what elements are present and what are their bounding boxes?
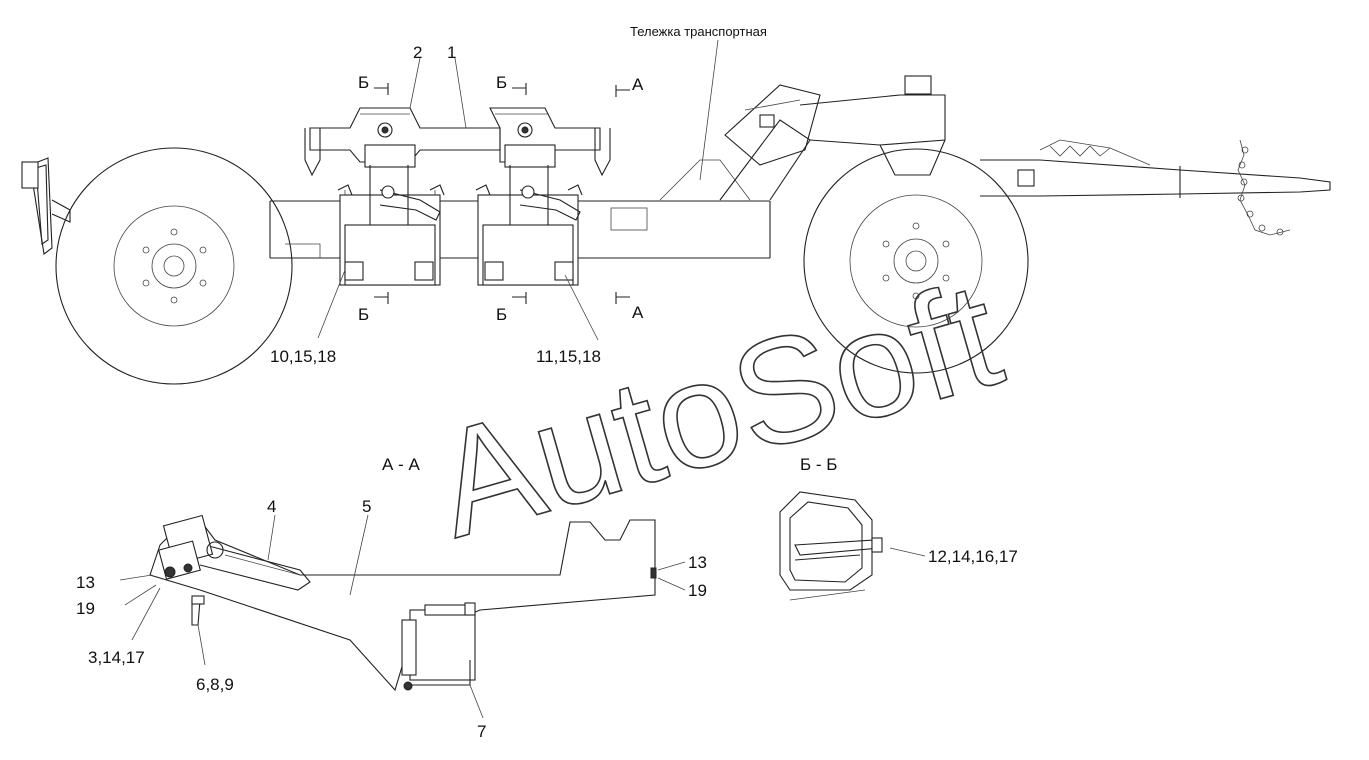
callout-12-14-16-17: 12,14,16,17 (928, 547, 1018, 566)
callout-10-15-18: 10,15,18 (270, 347, 336, 366)
section-b-b-view (779, 491, 926, 601)
left-fender (21, 157, 71, 255)
callout-19-right: 19 (688, 581, 707, 600)
section-mark-b-bottom-left: Б (358, 305, 369, 324)
callout-5: 5 (362, 497, 371, 516)
section-marks (374, 83, 630, 304)
callout-4: 4 (267, 497, 276, 516)
section-mark-b-top-right: Б (496, 73, 507, 92)
label-cart: Тележка транспортная (630, 24, 767, 39)
callout-2: 2 (413, 43, 422, 62)
section-mark-a-top: А (632, 75, 644, 94)
callout-19-left: 19 (76, 599, 95, 618)
front-strut (719, 75, 946, 201)
callout-3-14-17: 3,14,17 (88, 648, 145, 667)
callout-13-left: 13 (76, 573, 95, 592)
leader-lines (317, 39, 719, 341)
callout-6-8-9: 6,8,9 (196, 675, 234, 694)
labels: Тележка транспортная 2 1 Б Б А Б Б А 10,… (76, 24, 1018, 741)
holder-unit-right (475, 107, 611, 286)
watermark: AutoSoft (417, 249, 1016, 569)
drawbar (980, 139, 1331, 236)
callout-1: 1 (447, 43, 456, 62)
main-view (21, 39, 1331, 385)
callout-13-right: 13 (688, 553, 707, 572)
section-a-a-title: А - А (382, 455, 420, 474)
section-mark-b-bottom-right: Б (496, 305, 507, 324)
callout-7: 7 (477, 722, 486, 741)
section-a-a-view (119, 514, 686, 719)
holder-unit-left (304, 107, 501, 286)
section-mark-a-bottom: А (632, 303, 644, 322)
right-wheel (803, 148, 1029, 374)
section-b-b-title: Б - Б (800, 455, 837, 474)
callout-11-15-18: 11,15,18 (536, 347, 601, 366)
left-wheel (55, 147, 293, 385)
section-mark-b-top-left: Б (358, 73, 369, 92)
